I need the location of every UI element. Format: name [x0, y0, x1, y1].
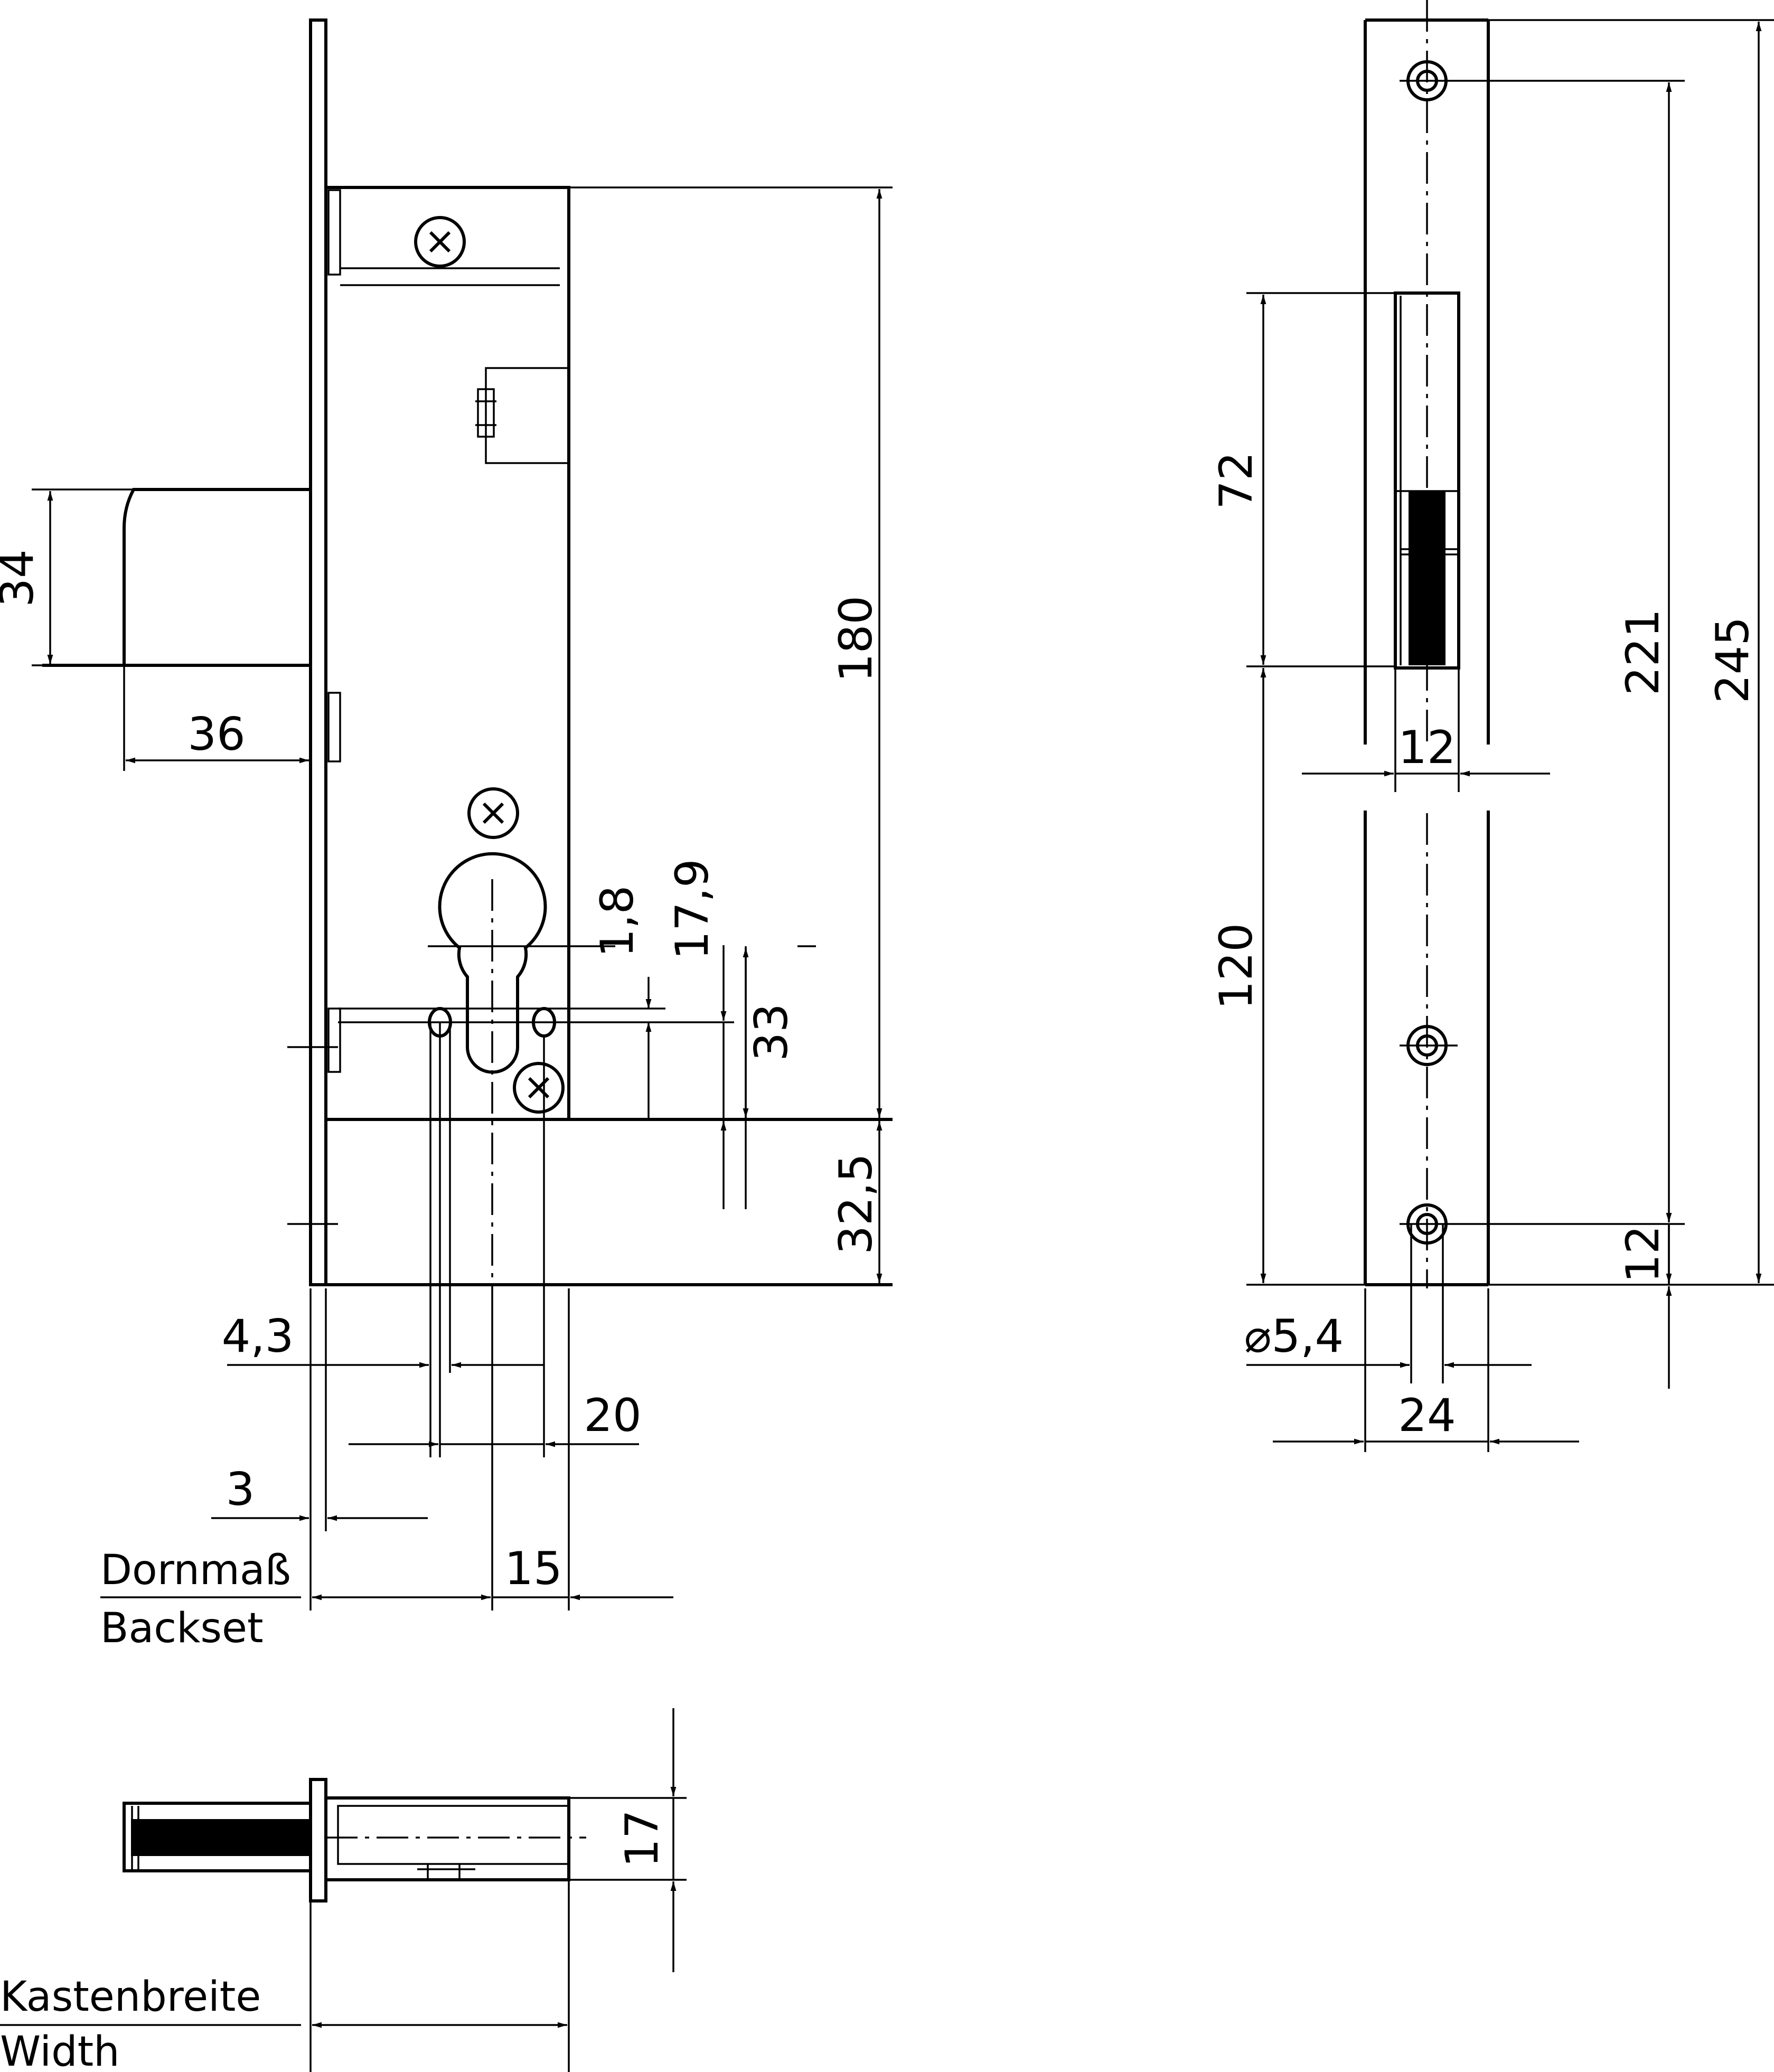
width-label-en: Width [0, 2028, 120, 2072]
faceplate [309, 18, 327, 1286]
dim-120: 120 [1210, 923, 1263, 1010]
mounting-hole-icon [1400, 1203, 1685, 1383]
dim-221: 221 [1617, 609, 1669, 695]
cylinder-keyhole [438, 852, 547, 1074]
dim-12-width: 12 [1398, 721, 1456, 774]
screw-icon [467, 787, 519, 839]
dim-34: 34 [0, 549, 44, 607]
mounting-hole-icon [1400, 60, 1685, 101]
dim-17-9: 17,9 [666, 859, 719, 959]
dim-4-3: 4,3 [222, 1310, 294, 1363]
deadbolt [42, 488, 311, 667]
dim-20: 20 [584, 1389, 641, 1442]
dim-15: 15 [504, 1542, 562, 1595]
screw-icon [513, 1062, 565, 1114]
dim-17: 17 [616, 1810, 669, 1867]
dim-12-bottom: 12 [1617, 1225, 1669, 1283]
backset-label-en: Backset [100, 1605, 264, 1652]
lock-front-view [42, 18, 893, 1610]
dim-245: 245 [1706, 617, 1759, 703]
strike-plate-view [1364, 0, 1685, 1383]
dim-72: 72 [1210, 451, 1263, 509]
dim-diameter-5-4: ⌀5,4 [1244, 1310, 1344, 1363]
backset-label-de: Dornmaß [100, 1547, 291, 1594]
dim-24: 24 [1398, 1389, 1456, 1442]
dim-33: 33 [745, 1003, 798, 1061]
mounting-hole-icon [1400, 1025, 1458, 1066]
dim-1-8: 1,8 [591, 886, 644, 958]
dim-180: 180 [830, 596, 883, 682]
strike-dimensions: 72 120 12 221 245 12 ⌀5,4 [1210, 19, 1774, 1452]
front-dimensions: 34 36 180 32,5 1,8 17,9 33 4,3 20 [0, 189, 883, 1652]
lock-top-view: 17 Kastenbreite Width [0, 1708, 687, 2072]
dim-3: 3 [226, 1463, 255, 1516]
lock-case [324, 186, 570, 1121]
dim-36: 36 [187, 708, 245, 761]
screw-icon [414, 216, 466, 268]
dim-32-5: 32,5 [830, 1153, 883, 1254]
bolt-opening [1394, 291, 1460, 670]
width-label-de: Kastenbreite [0, 1973, 261, 2021]
